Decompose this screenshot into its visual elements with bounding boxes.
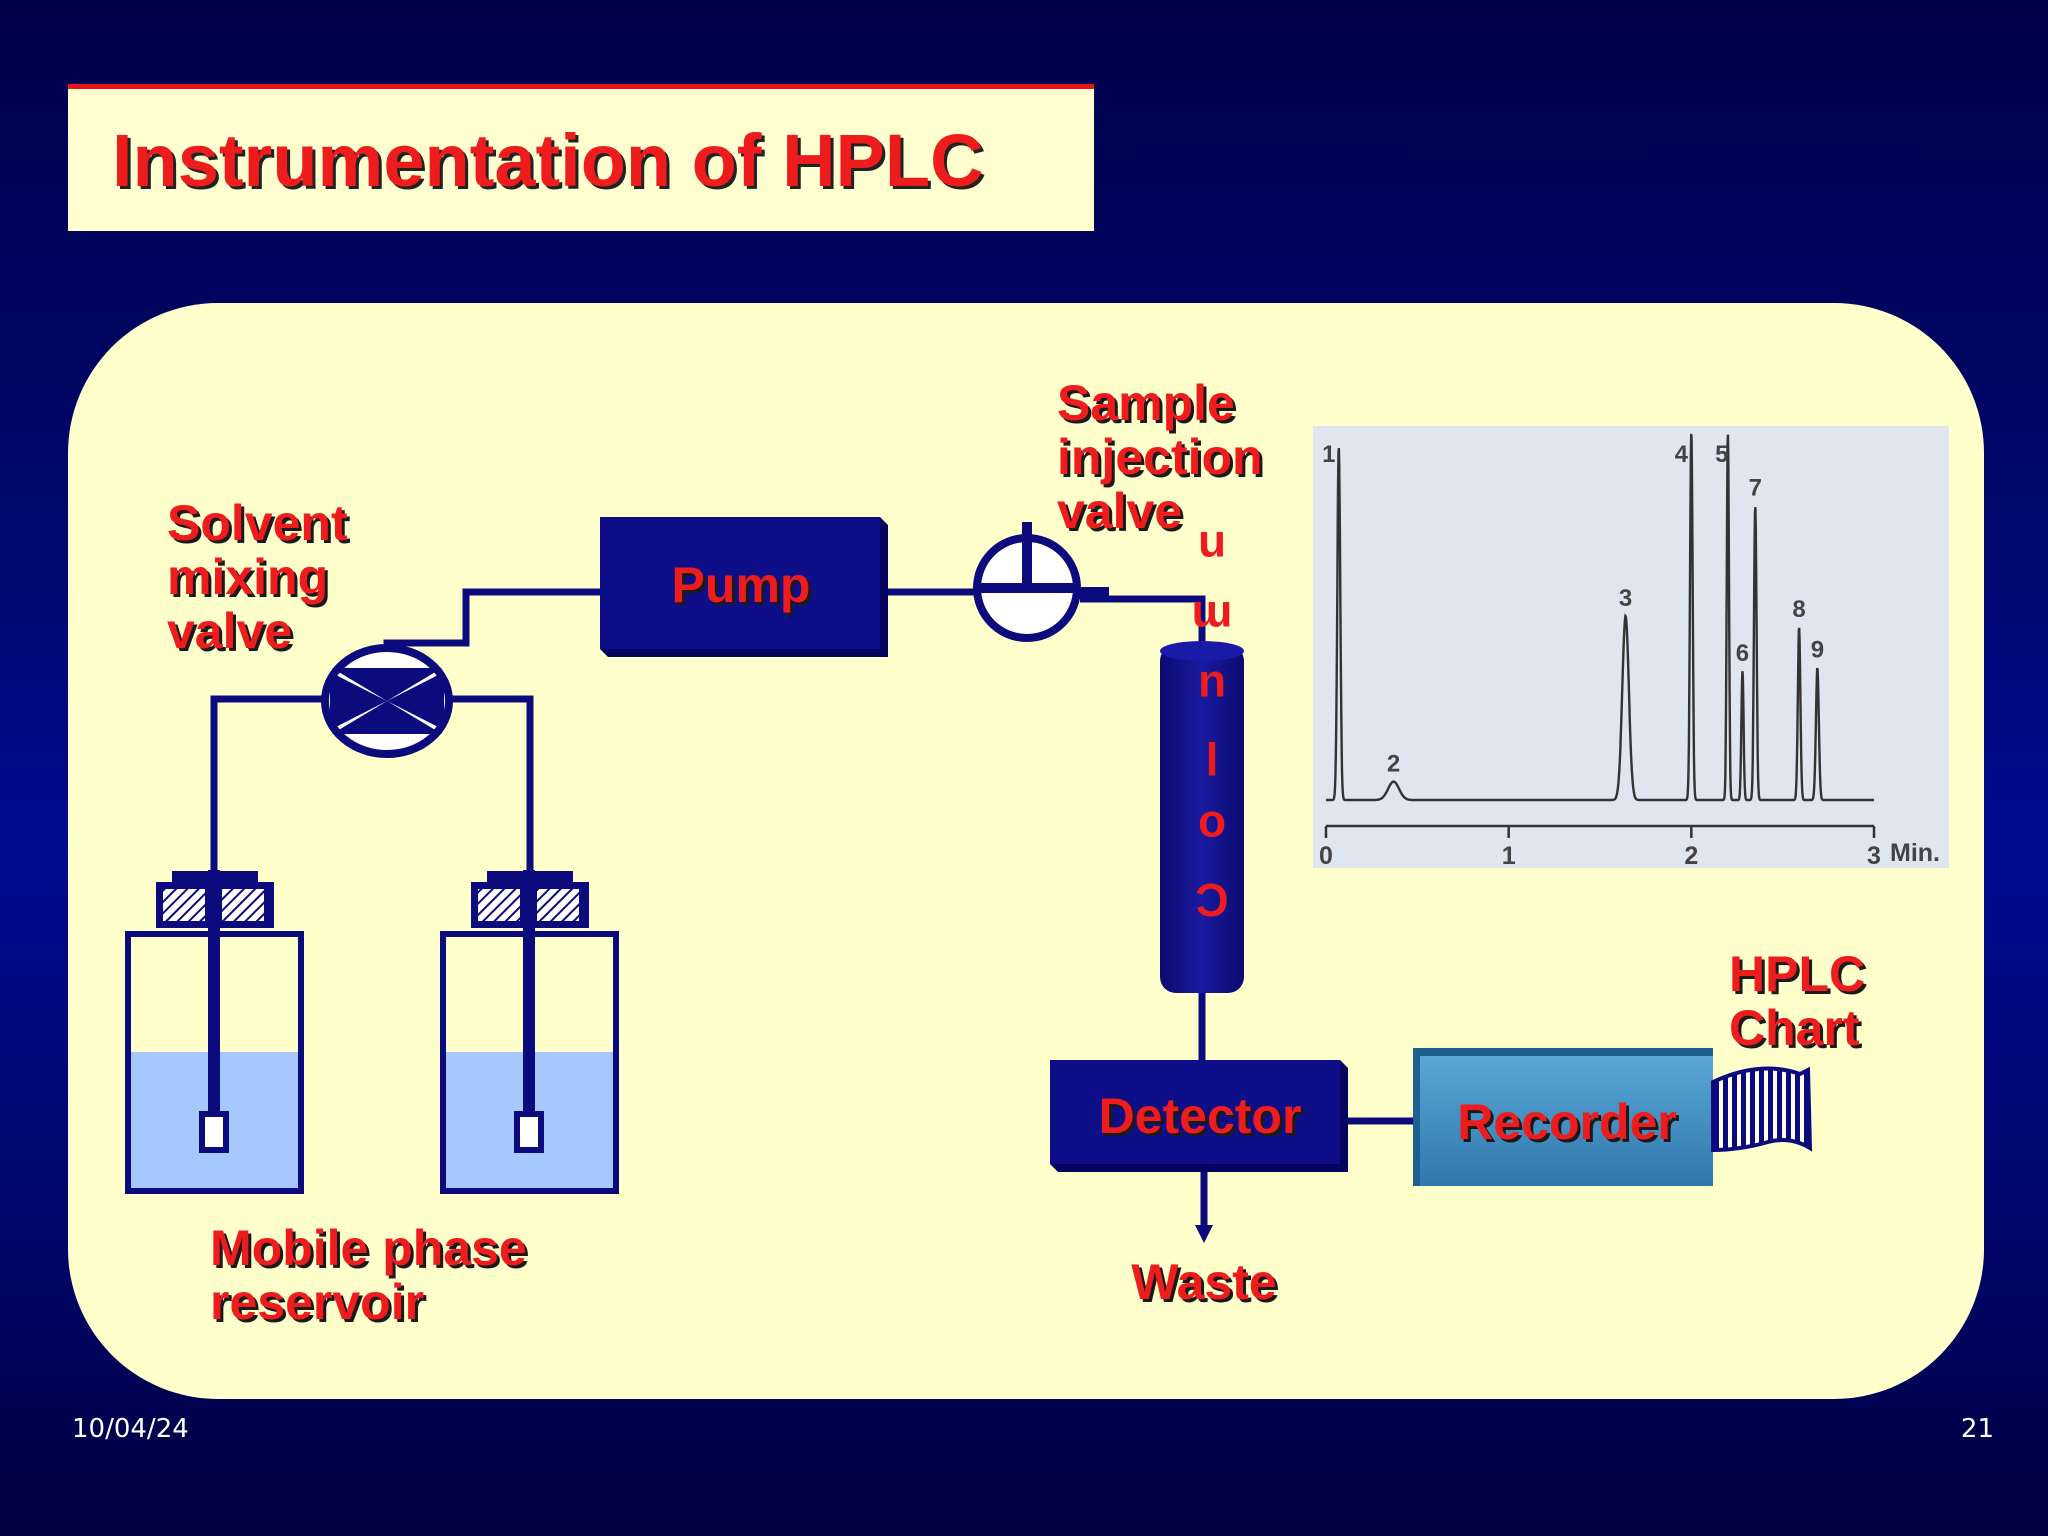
- time-axis-unit: Min.: [1890, 839, 1940, 867]
- peak-label-2: 2: [1387, 751, 1400, 778]
- hplc-chart-label-line-1-shadow: HPLC: [1732, 949, 1868, 1005]
- detector-label-shadow: Detector: [1102, 1091, 1305, 1147]
- pump-label: Pump: [672, 557, 811, 613]
- peak-label-1: 1: [1322, 441, 1335, 468]
- pump-box: Pump Pump: [600, 517, 888, 657]
- waste-label-shadow: Waste: [1134, 1257, 1279, 1313]
- solvent-mixing-valve-icon: [321, 644, 453, 758]
- solvent-mixing-valve-label-line-1-shadow: Solvent: [170, 498, 351, 554]
- waste-label-group: Waste Waste: [1131, 1254, 1279, 1313]
- solvent-mixing-valve-label-line-3: valve: [167, 603, 292, 659]
- column-letter-3: l: [1206, 732, 1219, 784]
- column-letter-1: C: [1195, 874, 1228, 926]
- waste-arrow-icon: [1195, 1225, 1213, 1243]
- mobile-phase-reservoir-label-line-1: Mobile phase: [210, 1220, 527, 1276]
- mobile-phase-reservoir-label-line-2-shadow: reservoir: [213, 1277, 427, 1333]
- time-axis-ticks: 0 1 2 3: [1319, 826, 1881, 870]
- sample-injection-valve-icon: [973, 522, 1109, 642]
- recorder-label-shadow: Recorder: [1460, 1097, 1680, 1153]
- slide-date: 10/04/24: [72, 1414, 189, 1444]
- tick-label-0: 0: [1319, 842, 1333, 870]
- column: [1160, 641, 1244, 993]
- tick-label-1: 1: [1502, 842, 1516, 870]
- chart-paper-icon: [1711, 1066, 1813, 1153]
- hplc-chart-label-line-2: Chart: [1729, 1000, 1860, 1056]
- solvent-mixing-valve-label-line-2: mixing: [167, 549, 328, 605]
- detector-label: Detector: [1099, 1088, 1302, 1144]
- sample-injection-valve-label-line-1: Sample: [1057, 375, 1235, 431]
- slide-page-number: 21: [1960, 1414, 1994, 1444]
- peak-label-7: 7: [1749, 475, 1762, 502]
- solvent-mixing-valve-label-line-3-shadow: valve: [170, 606, 295, 662]
- sample-injection-valve-label-line-2: injection: [1057, 429, 1263, 485]
- waste-label: Waste: [1131, 1254, 1276, 1310]
- sample-injection-valve-label-line-3-shadow: valve: [1060, 486, 1185, 542]
- recorder-box: Recorder Recorder: [1413, 1048, 1713, 1186]
- left-reservoir: [125, 870, 304, 1194]
- pump-label-shadow: Pump: [675, 560, 814, 616]
- recorder-label: Recorder: [1457, 1094, 1677, 1150]
- detector-box: Detector Detector: [1050, 1060, 1348, 1172]
- hplc-chart-label-line-2-shadow: Chart: [1732, 1003, 1863, 1059]
- peak-label-4: 4: [1675, 441, 1689, 468]
- column-letter-6: n: [1198, 522, 1226, 574]
- right-reservoir: [440, 870, 619, 1194]
- column-letter-5: m: [1192, 592, 1233, 644]
- peak-label-5: 5: [1715, 441, 1728, 468]
- sample-injection-valve-label-line-3: valve: [1057, 483, 1182, 539]
- column-label: C o l u m n: [1192, 522, 1233, 926]
- mobile-phase-reservoir-label-line-1-shadow: Mobile phase: [213, 1223, 530, 1279]
- sample-injection-valve-label-line-1-shadow: Sample: [1060, 378, 1238, 434]
- solvent-mixing-valve-label-line-2-shadow: mixing: [170, 552, 331, 608]
- chromatogram-trace: [1326, 433, 1874, 802]
- column-letter-2: o: [1198, 802, 1226, 854]
- column-letter-4: u: [1198, 662, 1226, 714]
- slide-title: Instrumentation of HPLC: [112, 118, 984, 202]
- peak-label-3: 3: [1619, 585, 1632, 612]
- hplc-chart-label-line-1: HPLC: [1729, 946, 1865, 1002]
- peak-label-8: 8: [1792, 596, 1805, 623]
- peak-label-9: 9: [1811, 637, 1824, 664]
- chromatogram-background: [1313, 426, 1949, 868]
- mobile-phase-reservoir-label-line-2: reservoir: [210, 1274, 424, 1330]
- peak-label-6: 6: [1736, 640, 1749, 667]
- tick-label-3: 3: [1867, 842, 1881, 870]
- tick-label-2: 2: [1684, 842, 1698, 870]
- sample-injection-valve-label-line-2-shadow: injection: [1060, 432, 1266, 488]
- title-box: Instrumentation of HPLC: [68, 84, 1094, 231]
- tubing: [210, 588, 1415, 1228]
- solvent-mixing-valve-label-line-1: Solvent: [167, 495, 348, 551]
